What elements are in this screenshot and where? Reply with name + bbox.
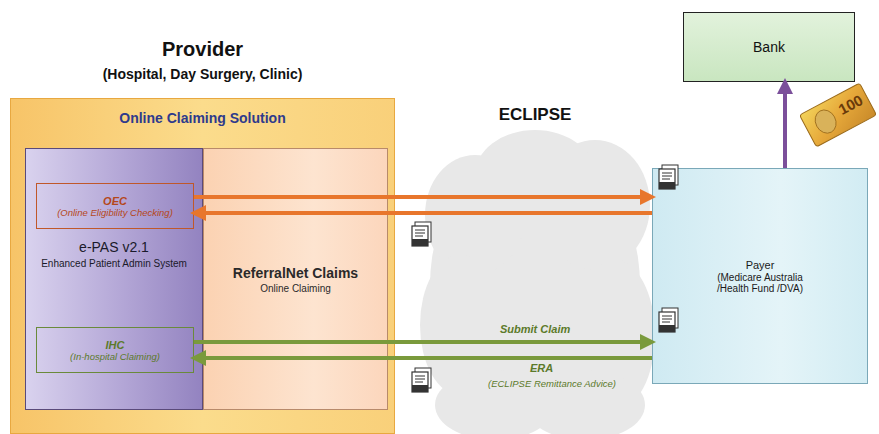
region-box: Provider (Hospital, Day Surgery, Clinic) O… bbox=[10, 30, 395, 434]
flow-label: Submit Claim bbox=[500, 323, 570, 335]
module-subtitle: (Online Eligibility Checking) bbox=[57, 207, 173, 218]
flow-arrow bbox=[783, 82, 787, 168]
flow-arrow bbox=[194, 340, 652, 344]
document-icon bbox=[659, 308, 678, 332]
system-title: e-PAS v2.1 bbox=[79, 239, 149, 255]
network-title: ECLIPSE bbox=[415, 105, 655, 125]
text-group: e-PAS v2.1Enhanced Patient Admin System bbox=[26, 239, 202, 269]
system-box: OEC(Online Eligibility Checking) bbox=[36, 183, 194, 229]
document-icon bbox=[659, 165, 678, 189]
flow-label: ERA bbox=[530, 362, 553, 374]
system-box: Payer(Medicare Australia /Health Fund /D… bbox=[652, 168, 868, 384]
solution-heading: Online Claiming Solution bbox=[10, 110, 395, 126]
flow-arrow bbox=[194, 195, 652, 199]
payer-title: Payer bbox=[746, 259, 775, 271]
system-subtitle: Enhanced Patient Admin System bbox=[41, 258, 187, 269]
banknote-icon bbox=[800, 83, 877, 147]
flow-arrow bbox=[194, 211, 652, 215]
system-box: e-PAS v2.1Enhanced Patient Admin System O… bbox=[25, 148, 203, 410]
banknote-value: 100 bbox=[835, 91, 865, 118]
system-title: ReferralNet Claims bbox=[233, 265, 358, 281]
bank-title: Bank bbox=[753, 39, 785, 55]
region-subheading: (Hospital, Day Surgery, Clinic) bbox=[10, 66, 395, 82]
region-heading: Provider bbox=[10, 38, 395, 61]
document-icon bbox=[412, 368, 431, 392]
document-icon bbox=[412, 222, 431, 246]
system-subtitle: Online Claiming bbox=[260, 283, 331, 294]
flow-sublabel: (ECLIPSE Remittance Advice) bbox=[488, 378, 616, 389]
flow-arrow bbox=[194, 356, 652, 360]
module-title: OEC bbox=[103, 195, 127, 207]
module-title: IHC bbox=[106, 339, 125, 351]
payer-subtitle: (Medicare Australia /Health Fund /DVA) bbox=[700, 272, 820, 294]
module-subtitle: (In-hospital Claiming) bbox=[70, 351, 160, 362]
system-box: Bank bbox=[683, 12, 855, 82]
system-box: IHC(In-hospital Claiming) bbox=[36, 327, 194, 373]
system-box: ReferralNet ClaimsOnline Claiming bbox=[203, 148, 388, 410]
